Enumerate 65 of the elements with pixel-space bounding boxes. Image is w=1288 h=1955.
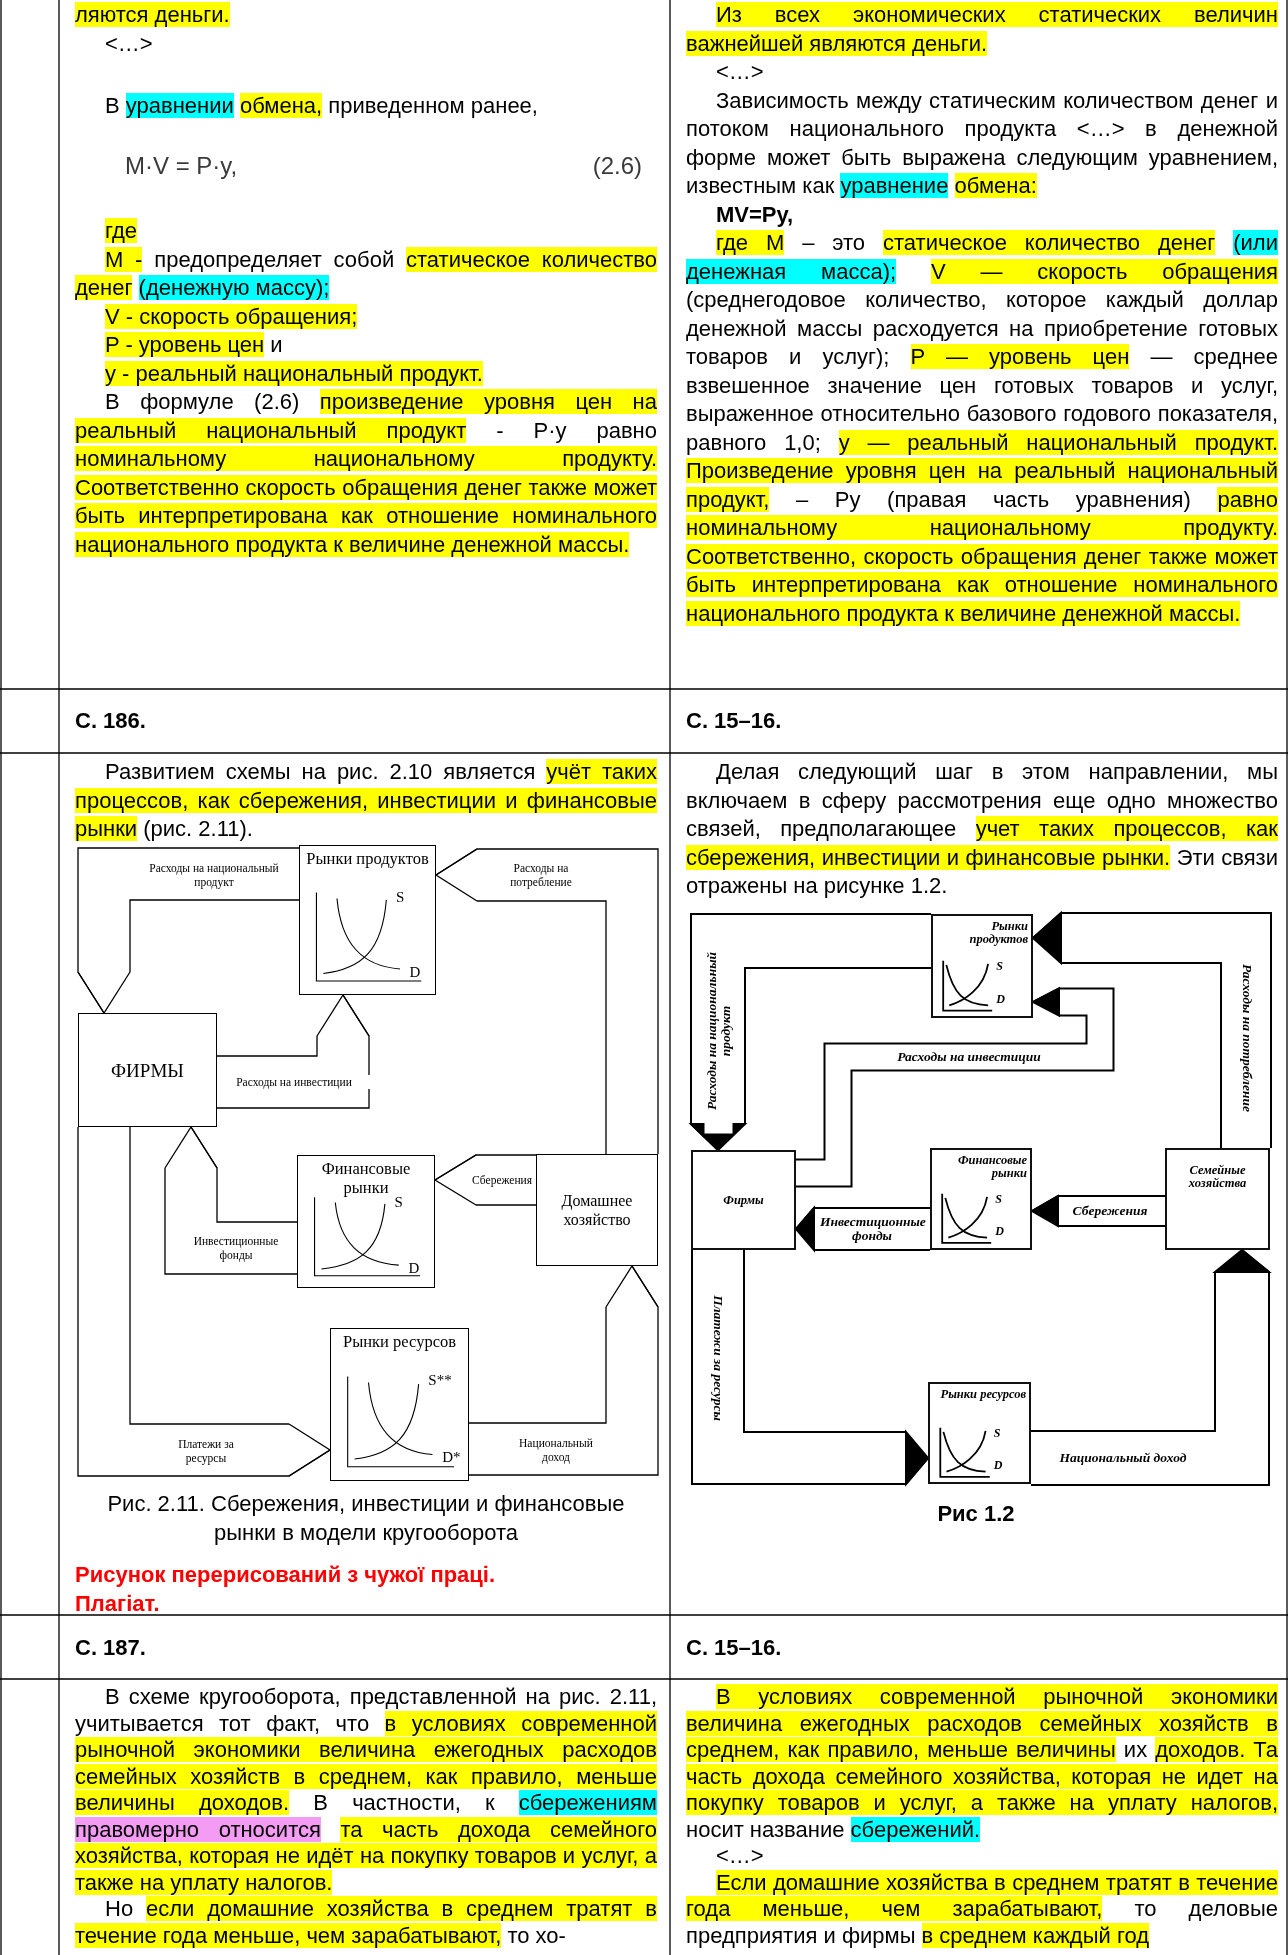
- curve-label: D: [409, 964, 421, 980]
- omission-mark: <…>: [715, 58, 765, 86]
- figure-caption: Рис 1.2: [936, 1500, 1016, 1528]
- paragraph: Из всех экономических статических величин важнейшей являются деньги.: [686, 1, 1278, 58]
- paragraph: В условиях современной рыночной экономики величина ежегодных расходов семейных хозяйств в среднем, как правило, меньше величины их доходов. Та часть дохода семейного хозяйства, которая не идет на покупку товаров и услуг, а также на уплату налогов, носит название сбережений.: [686, 1684, 1278, 1843]
- page-reference: С. 186.: [75, 707, 147, 735]
- box-label: Рынки ресурсов: [342, 1332, 457, 1351]
- curve-label: S: [395, 889, 405, 905]
- equation: MV=Py,: [715, 200, 795, 229]
- sector-box: [691, 1150, 796, 1250]
- omission-mark: <…>: [104, 29, 154, 58]
- figure-caption: Рис. 2.11. Сбережения, инвестиции и финансовые рынки в модели кругооборота: [106, 1490, 626, 1547]
- box-label: Финансовые рынки: [957, 1154, 1028, 1180]
- box-label: Домашнее хозяйство: [560, 1191, 634, 1229]
- box-label: Семейные хозяйства: [1187, 1164, 1248, 1190]
- box-label: Финансовые рынки: [320, 1159, 412, 1197]
- paragraph: y - реальный национальный продукт.: [104, 359, 484, 388]
- plagiarism-note: Плагіат.: [75, 1589, 161, 1618]
- market-box: [299, 845, 436, 995]
- sector-box: [1165, 1148, 1270, 1250]
- paragraph: Зависимость между статическим количеством денег и потоком национального продукта <…> в денежной форме может быть выражена следующим уравнением, известным как уравнение обмена:: [686, 86, 1278, 200]
- box-label: ФИРМЫ: [110, 1060, 185, 1080]
- box-label: Рынки продуктов: [305, 849, 430, 868]
- paragraph: M - предопределяет собой статическое количество денег (денежную массу);: [75, 245, 657, 302]
- curve-label: D: [995, 1225, 1004, 1238]
- market-box: [930, 1148, 1032, 1250]
- page-reference: С. 187.: [75, 1634, 147, 1662]
- paragraph: ляются деньги.: [75, 1, 231, 29]
- curve-label: S: [996, 959, 1003, 972]
- curve-label: S: [394, 1194, 403, 1210]
- curve-label: D*: [442, 1449, 461, 1465]
- flow-label: Сбережения: [469, 1173, 535, 1187]
- curve-label: S**: [428, 1373, 452, 1389]
- curve-label: D: [408, 1261, 420, 1277]
- plagiarism-note: Рисунок перерисований з чужої праці.: [75, 1561, 497, 1589]
- page-reference: С. 15–16.: [686, 707, 783, 735]
- market-box: [330, 1328, 469, 1481]
- paragraph: Если домашние хозяйства в среднем тратят в течение года меньше, чем зарабатывают, то деловые предприятия и фирмы в среднем каждый год: [686, 1869, 1278, 1949]
- paragraph: Но если домашние хозяйства в среднем тратят в течение года меньше, чем зарабатывают, то хо-: [75, 1896, 657, 1949]
- box-label: Рынки продуктов: [968, 920, 1029, 946]
- curve-label: D: [993, 1459, 1003, 1472]
- paragraph: В формуле (2.6) произведение уровня цен на реальный национальный продукт - P·y равно номинальному национальному продукту. Соответственно скорость обращения денег также может быть интерпретирована как отношение номинального национального продукта к величине денежной массы.: [75, 388, 657, 559]
- box-label: Фирмы: [722, 1193, 765, 1207]
- sector-box: [78, 1013, 217, 1127]
- paragraph: Развитием схемы на рис. 2.10 является учёт таких процессов, как сбережения, инвестиции и финансовые рынки (рис. 2.11).: [75, 758, 657, 843]
- curve-label: S: [995, 1192, 1002, 1205]
- market-box: [928, 1382, 1031, 1484]
- omission-mark: <…>: [715, 1843, 765, 1870]
- sector-box: [536, 1154, 658, 1266]
- curve-label: S: [993, 1426, 1001, 1439]
- equation-number: (2.6): [591, 152, 642, 181]
- market-box: [297, 1155, 435, 1288]
- paragraph: Делая следующий шаг в этом направлении, мы включаем в сферу рассмотрения еще одно множество связей, предполагающее учет таких процессов, как сбережения, инвестиции и финансовые рынки. Эти связи отражены на рисунке 1.2.: [686, 758, 1278, 900]
- paragraph: В схеме кругооборота, представленной на рис. 2.11, учитывается тот факт, что в условиях современной рыночной экономики величина ежегодных расходов семейных хозяйств в среднем, как правило, меньше величины доходов. В частности, к сбережениям правомерно относится та часть дохода семейного хозяйства, которая не идёт на покупку товаров и услуг, а также на уплату налогов.: [75, 1684, 657, 1896]
- market-box: [931, 914, 1033, 1018]
- paragraph: P - уровень цен и: [104, 331, 284, 359]
- curve-label: D: [996, 992, 1005, 1005]
- page-reference: С. 15–16.: [686, 1634, 783, 1662]
- paragraph: где: [104, 217, 139, 245]
- box-label: Рынки ресурсов: [939, 1388, 1027, 1401]
- equation: M·V = P·y,: [125, 152, 239, 181]
- paragraph: В уравнении обмена, приведенном ранее,: [104, 92, 539, 120]
- flow-label: Инвестиционные фонды: [820, 1215, 924, 1243]
- paragraph: где M – это статическое количество денег (или денежная масса); V — скорость обращения (среднегодовое количество, которое каждый доллар денежной массы расходуется на приобретение готовых товаров и услуг); P — уровень цен — среднее взвешенное значение цен готовых товаров и услуг, выраженное относительно базового годового показателя, равного 1,0; y — реальный национальный продукт. Произведение уровня цен на реальный национальный продукт, – Py (правая часть уравнения) равно номинальному национальному продукту. Соответственно, скорость обращения денег также может быть интерпретирована как отношение номинального национального продукта к величине денежной массы.: [686, 229, 1278, 628]
- paragraph: V - скорость обращения;: [104, 302, 359, 331]
